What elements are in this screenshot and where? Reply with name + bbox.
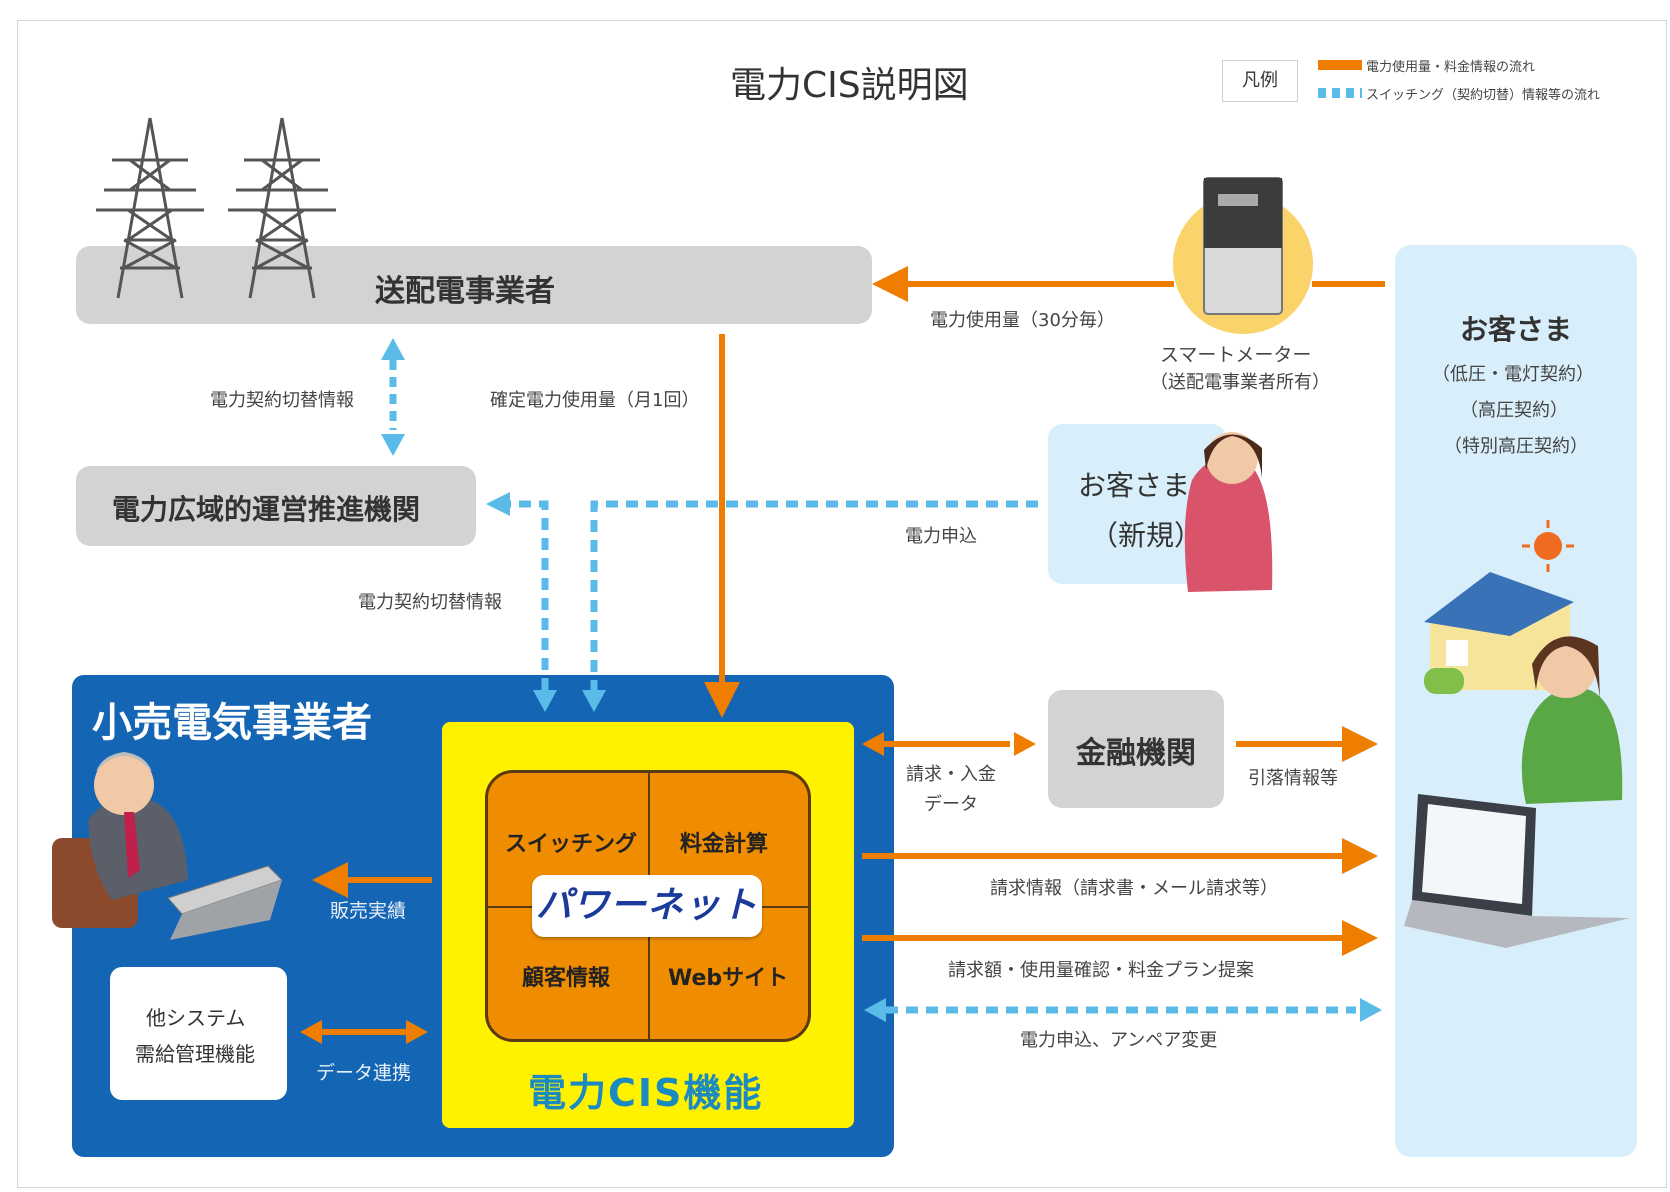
other-system-line1: 他システム bbox=[146, 1006, 246, 1030]
smart-meter-label-1: スマートメーター bbox=[1160, 344, 1312, 366]
finance-box bbox=[1048, 690, 1224, 808]
salesperson-icon bbox=[52, 752, 283, 940]
flow-label-switch-mid: 電力契約切替情報 bbox=[358, 592, 502, 613]
customer-type-high: （高圧契約） bbox=[1460, 400, 1568, 421]
legend-orange-swatch bbox=[1318, 60, 1362, 70]
cis-cell-website: Webサイト bbox=[668, 966, 789, 991]
flow-label-data-link: データ連携 bbox=[316, 1062, 412, 1084]
flow-label-billing-info: 請求情報（請求書・メール請求等） bbox=[990, 878, 1278, 899]
other-system-line2: 需給管理機能 bbox=[135, 1042, 255, 1066]
transmission-box bbox=[76, 246, 872, 324]
flow-label-apply-change: 電力申込、アンペア変更 bbox=[1020, 1030, 1218, 1051]
legend-blue-swatch bbox=[1318, 88, 1362, 98]
occto-label: 電力広域的運営推進機関 bbox=[112, 493, 421, 526]
retailer-title: 小売電気事業者 bbox=[92, 700, 372, 746]
customer-type-low: （低圧・電灯契約） bbox=[1432, 364, 1594, 385]
finance-label: 金融機関 bbox=[1076, 736, 1196, 771]
flow-label-switch-top: 電力契約切替情報 bbox=[210, 390, 354, 411]
flow-label-debit: 引落情報等 bbox=[1248, 768, 1338, 789]
woman-phone-icon bbox=[1184, 432, 1273, 592]
sun-icon bbox=[1522, 520, 1574, 572]
power-tower-icon bbox=[96, 117, 204, 299]
flow-label-confirmed-usage: 確定電力使用量（月1回） bbox=[490, 390, 700, 411]
laptop-icon bbox=[1404, 794, 1630, 948]
legend-orange-text: 電力使用量・料金情報の流れ bbox=[1366, 60, 1536, 75]
flow-label-application: 電力申込 bbox=[905, 526, 977, 547]
flow-label-meter-usage: 電力使用量（30分毎） bbox=[930, 310, 1115, 331]
legend-label: 凡例 bbox=[1222, 60, 1298, 102]
cis-caption: 電力CIS機能 bbox=[528, 1071, 764, 1115]
legend-blue-text: スイッチング（契約切替）情報等の流れ bbox=[1366, 88, 1601, 103]
new-customer-line2: （新規） bbox=[1090, 519, 1203, 552]
power-tower-icon bbox=[228, 117, 336, 299]
customer-type-extra: （特別高圧契約） bbox=[1444, 436, 1588, 457]
cis-cell-switching: スイッチング bbox=[505, 832, 638, 857]
flow-label-usage-check: 請求額・使用量確認・料金プラン提案 bbox=[948, 960, 1254, 981]
diagram-title: 電力CIS説明図 bbox=[730, 65, 969, 106]
new-customer-line1: お客さま bbox=[1078, 469, 1191, 502]
flow-label-billing-2: データ bbox=[924, 794, 978, 815]
smart-meter-label-2: （送配電事業者所有） bbox=[1150, 372, 1330, 393]
customer-title: お客さま bbox=[1460, 313, 1573, 346]
smart-meter-icon bbox=[1173, 177, 1313, 334]
cis-cell-billing: 料金計算 bbox=[680, 832, 769, 857]
cis-cell-customer-info: 顧客情報 bbox=[522, 966, 611, 991]
flow-label-billing-1: 請求・入金 bbox=[906, 764, 996, 785]
other-system-box bbox=[110, 967, 287, 1100]
transmission-label: 送配電事業者 bbox=[375, 274, 555, 309]
occto-box bbox=[76, 466, 476, 546]
flow-label-sales: 販売実績 bbox=[330, 900, 407, 922]
powernet-badge: パワーネット bbox=[532, 875, 762, 937]
customer-woman-icon bbox=[1521, 636, 1623, 804]
